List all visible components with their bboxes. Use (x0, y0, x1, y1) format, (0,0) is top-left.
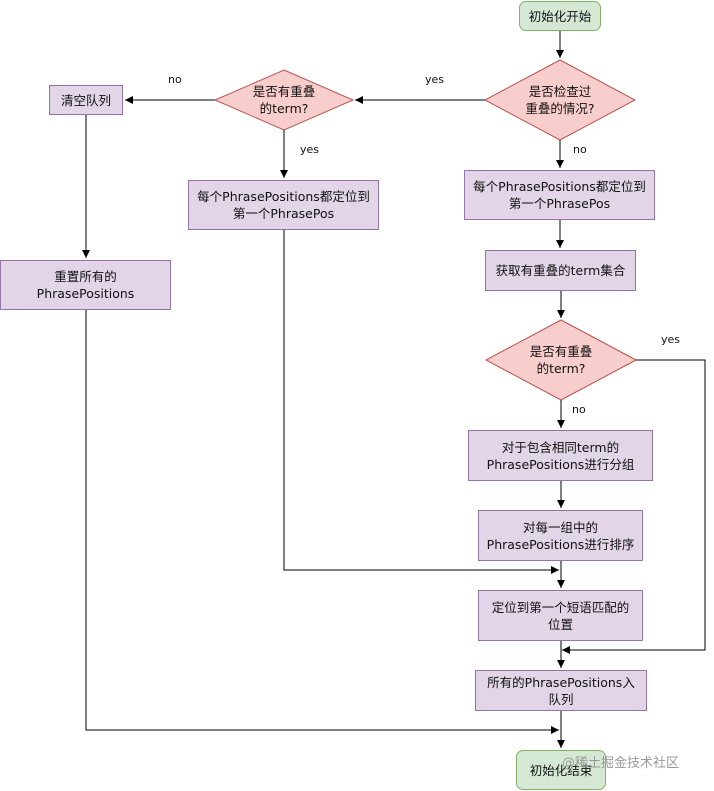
edge-label-yes-top-mid: yes (300, 143, 320, 156)
edge-left-first-to-locate (283, 230, 559, 574)
decision-has-overlap-mid-label: 是否有重叠 的term? (529, 344, 593, 376)
reset-all-pp-node: 重置所有的 PhrasePositions (0, 260, 171, 310)
end-node: 初始化结束 (516, 750, 606, 790)
sort-groups-node: 对每一组中的 PhrasePositions进行排序 (478, 510, 643, 561)
locate-first-match-node: 定位到第一个短语匹配的 位置 (478, 590, 643, 641)
get-overlap-terms-node: 获取有重叠的term集合 (485, 250, 636, 291)
each-pp-first-right-node: 每个PhrasePositions都定位到 第一个PhrasePos (464, 170, 655, 220)
edge-label-no-check: no (573, 143, 587, 156)
decision-has-overlap-top-label: 是否有重叠 的term? (252, 84, 316, 116)
edge-mid-yes (562, 359, 706, 654)
each-pp-first-left-node: 每个PhrasePositions都定位到 第一个PhrasePos (188, 180, 379, 230)
clear-queue-node: 清空队列 (49, 85, 123, 115)
edge-label-yes-right: yes (661, 333, 681, 346)
watermark-text: @稀土掘金技术社区 (562, 756, 680, 771)
enqueue-all-node: 所有的PhrasePositions入 队列 (475, 670, 647, 711)
group-pp-node: 对于包含相同term的 PhrasePositions进行分组 (468, 430, 653, 481)
edge-label-no-mid: no (572, 403, 586, 416)
start-node: 初始化开始 (519, 1, 601, 31)
decision-check-overlap-label: 是否检查过 重叠的情况? (525, 84, 595, 116)
edge-label-yes-top: yes (425, 73, 445, 86)
edge-label-no-top-left: no (168, 73, 182, 86)
edge-reset-to-end (85, 310, 559, 734)
